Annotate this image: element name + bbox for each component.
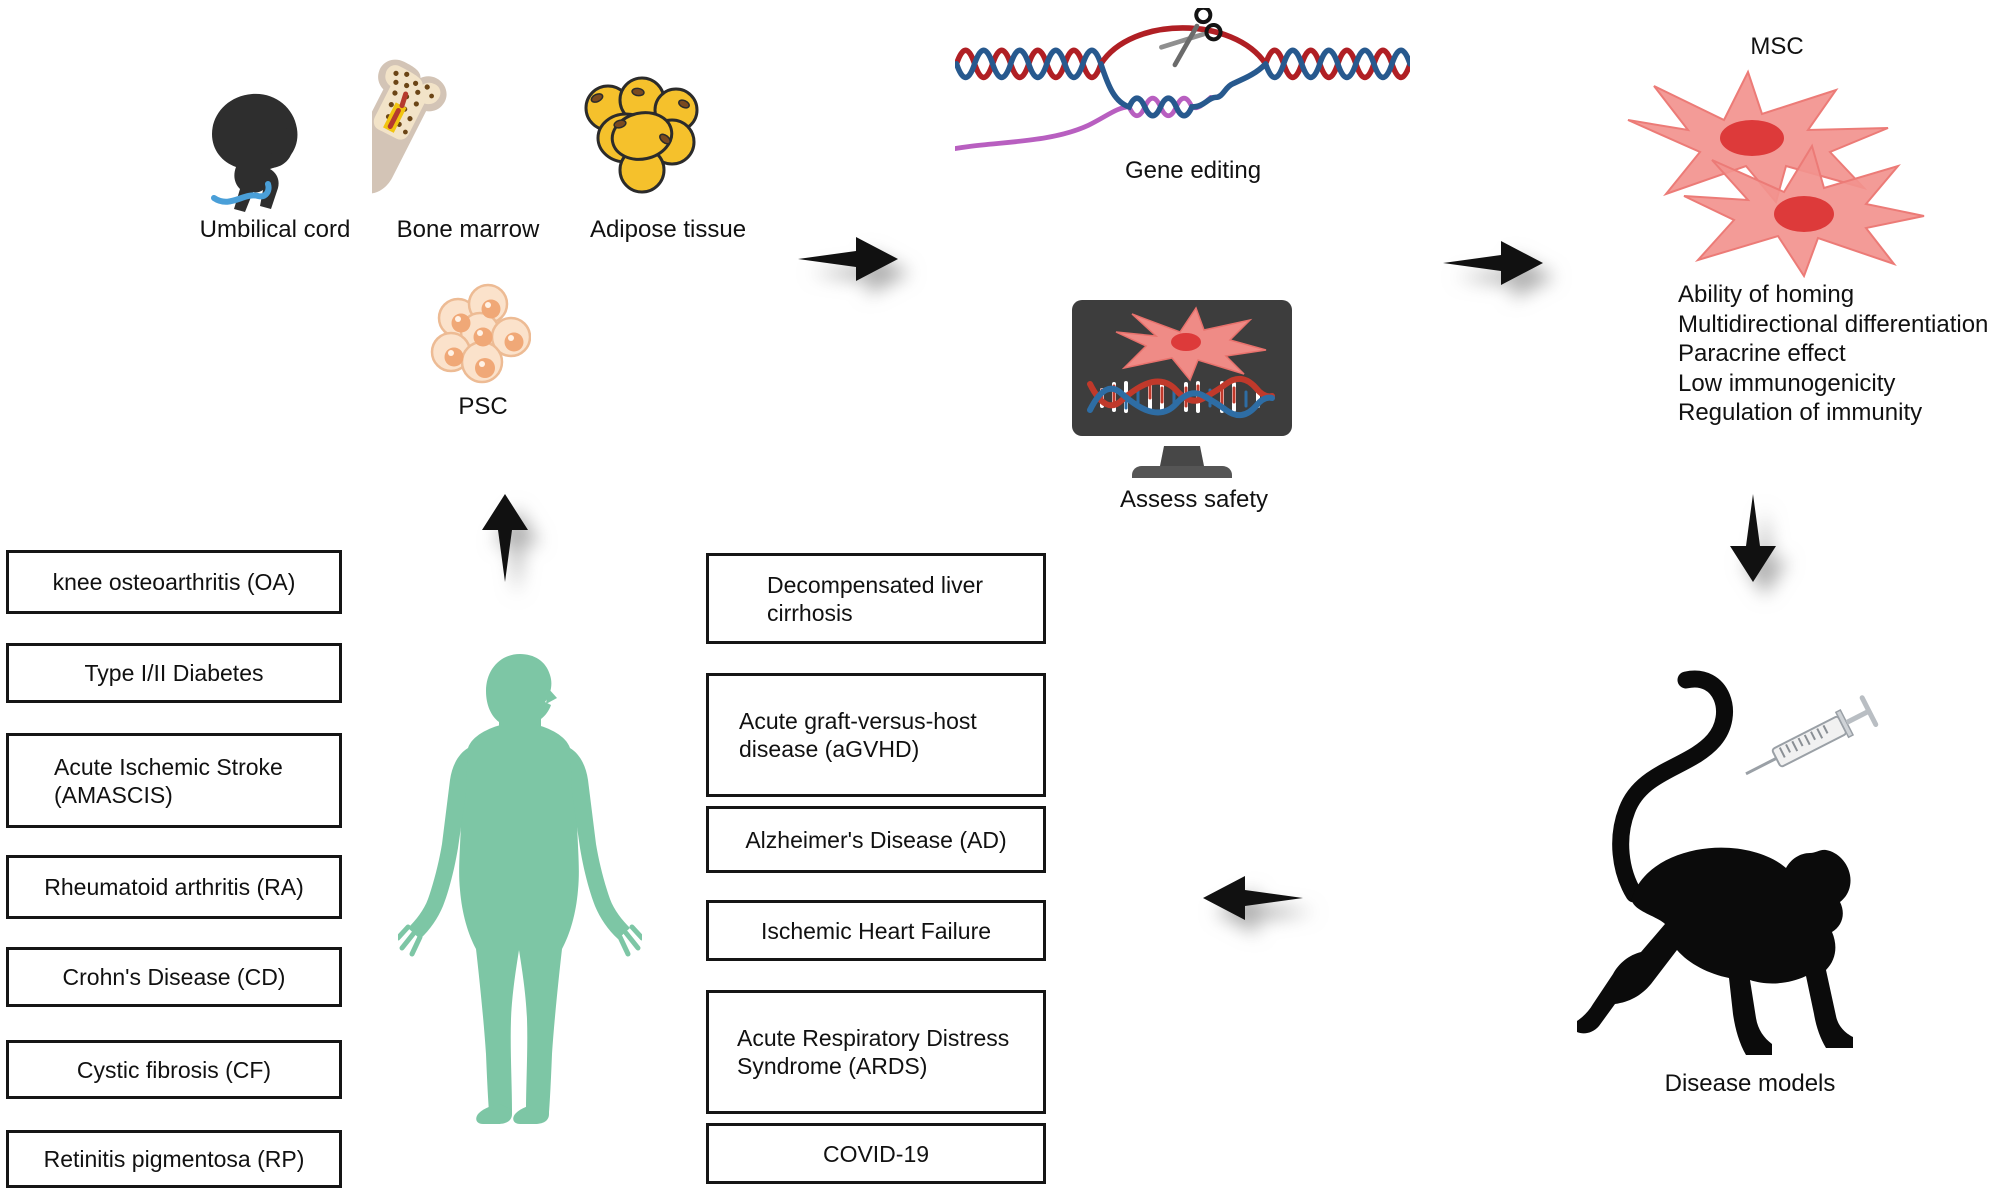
msc-feature: Multidirectional differentiation (1678, 310, 1989, 338)
msc-label: MSC (1750, 33, 1804, 60)
gene-editing-label: Gene editing (1124, 157, 1262, 184)
arrow-left-models-to-trials-icon (1203, 870, 1303, 926)
disease-box: Alzheimer's Disease (AD) (706, 806, 1046, 873)
bone-marrow-label: Bone marrow (396, 216, 540, 243)
msc-feature: Regulation of immunity (1678, 399, 1923, 426)
monitor-icon (1068, 298, 1296, 486)
disease-box-label: Crohn's Disease (CD) (62, 964, 286, 990)
disease-box: Crohn's Disease (CD) (6, 947, 342, 1007)
disease-box: COVID-19 (706, 1123, 1046, 1184)
arrow-down-msc-to-models-icon (1728, 494, 1778, 582)
assess-safety-label: Assess safety (1119, 486, 1269, 513)
msc-feature: Paracrine effect (1678, 340, 1846, 367)
disease-box: Acute Respiratory Distress Syndrome (ARD… (706, 990, 1046, 1114)
fetus-icon (200, 88, 332, 218)
msc-feature-list: Ability of homing Multidirectional diffe… (1678, 280, 2000, 428)
msc-feature: Low immunogenicity (1678, 369, 1896, 397)
bone-icon (372, 56, 522, 218)
msc-cells-icon (1626, 68, 1926, 278)
disease-models-label: Disease models (1664, 1070, 1836, 1097)
disease-box-label: Rheumatoid arthritis (RA) (44, 874, 304, 900)
disease-box: Cystic fibrosis (CF) (6, 1040, 342, 1099)
arrow-right-editing-to-msc-icon (1443, 234, 1543, 292)
disease-box-label: Acute graft-versus-host disease (aGVHD) (739, 708, 977, 762)
scissors-icon (1159, 8, 1223, 68)
disease-box: Decompensated liver cirrhosis (706, 553, 1046, 644)
msc-feature: Ability of homing (1678, 281, 1855, 308)
disease-box: Ischemic Heart Failure (706, 900, 1046, 961)
disease-box: Acute Ischemic Stroke (AMASCIS) (6, 733, 342, 828)
umbilical-cord-label: Umbilical cord (199, 216, 351, 243)
human-icon (398, 652, 642, 1130)
adipose-icon (580, 76, 708, 200)
arrow-right-sources-to-editing-icon (798, 230, 898, 288)
disease-box: knee osteoarthritis (OA) (6, 550, 342, 614)
disease-box-label: Alzheimer's Disease (AD) (745, 826, 1007, 853)
monkey-icon (1570, 666, 1890, 1070)
psc-label: PSC (458, 393, 508, 420)
disease-box-label: Acute Ischemic Stroke (AMASCIS) (54, 753, 283, 808)
adipose-tissue-label: Adipose tissue (589, 216, 747, 243)
gene-editing-icon (955, 8, 1410, 166)
disease-box-label: COVID-19 (822, 1140, 930, 1167)
disease-box: Acute graft-versus-host disease (aGVHD) (706, 673, 1046, 797)
disease-box-label: Cystic fibrosis (CF) (76, 1056, 272, 1083)
disease-box: Rheumatoid arthritis (RA) (6, 855, 342, 919)
psc-icon (425, 282, 531, 388)
disease-box-label: Type I/II Diabetes (84, 660, 264, 686)
disease-box-label: knee osteoarthritis (OA) (52, 569, 296, 595)
disease-box-label: Decompensated liver cirrhosis (767, 571, 984, 626)
disease-box-label: Retinitis pigmentosa (RP) (43, 1146, 305, 1172)
disease-box: Type I/II Diabetes (6, 643, 342, 703)
disease-box-label: Acute Respiratory Distress Syndrome (ARD… (737, 1025, 1010, 1079)
arrow-up-human-to-psc-icon (480, 494, 530, 582)
disease-box: Retinitis pigmentosa (RP) (6, 1130, 342, 1188)
syringe-icon (1735, 688, 1893, 800)
disease-box-label: Ischemic Heart Failure (760, 917, 992, 944)
